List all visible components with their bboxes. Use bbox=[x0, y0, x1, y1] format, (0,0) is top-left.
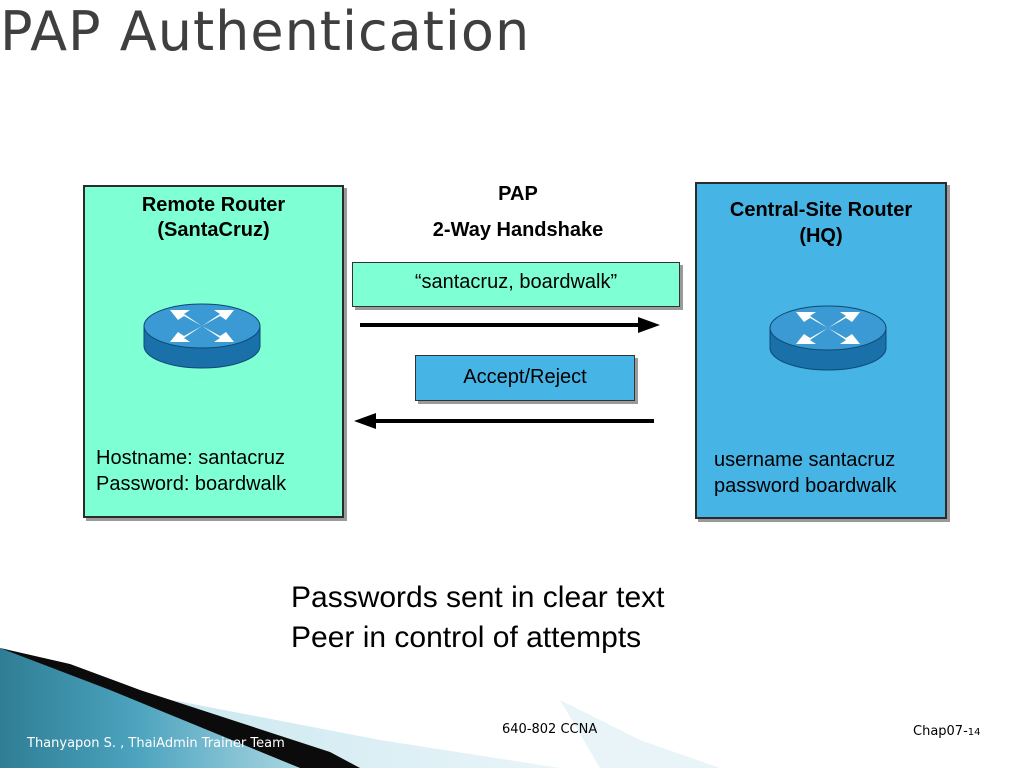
central-password: password boardwalk bbox=[714, 475, 897, 497]
accept-reject-message: Accept/Reject bbox=[415, 355, 635, 401]
footer-chapter: Chap07-14 bbox=[913, 724, 981, 739]
note-cleartext: Passwords sent in clear text bbox=[291, 581, 665, 614]
credentials-message: “santacruz, boardwalk” bbox=[352, 262, 680, 307]
protocol-label: PAP bbox=[498, 183, 538, 205]
footer-decoration bbox=[0, 648, 720, 768]
central-username: username santacruz bbox=[714, 449, 896, 471]
note-peer-control: Peer in control of attempts bbox=[291, 621, 642, 654]
router-icon bbox=[769, 305, 887, 371]
remote-hostname: Hostname: santacruz bbox=[96, 447, 285, 469]
slide-title: PAP Authentication bbox=[0, 0, 531, 63]
footer-author: Thanyapon S. , ThaiAdmin Trainer Team bbox=[27, 736, 285, 751]
central-router-title: Central-Site Router bbox=[729, 199, 913, 221]
arrow-right-icon bbox=[360, 317, 660, 333]
page-number: 14 bbox=[967, 727, 981, 738]
router-icon bbox=[143, 303, 261, 369]
footer-chapter-label: Chap07- bbox=[913, 724, 968, 739]
footer-course: 640-802 CCNA bbox=[502, 722, 598, 737]
handshake-label: 2-Way Handshake bbox=[432, 219, 604, 241]
remote-router-box: Remote Router (SantaCruz) Hostname: sant… bbox=[83, 185, 344, 518]
arrow-left-icon bbox=[354, 413, 654, 429]
central-router-box: Central-Site Router (HQ) username santac… bbox=[695, 182, 947, 519]
remote-router-title: Remote Router bbox=[141, 194, 286, 216]
remote-router-subtitle: (SantaCruz) bbox=[157, 219, 270, 241]
central-router-subtitle: (HQ) bbox=[799, 225, 843, 247]
remote-password: Password: boardwalk bbox=[96, 473, 287, 495]
